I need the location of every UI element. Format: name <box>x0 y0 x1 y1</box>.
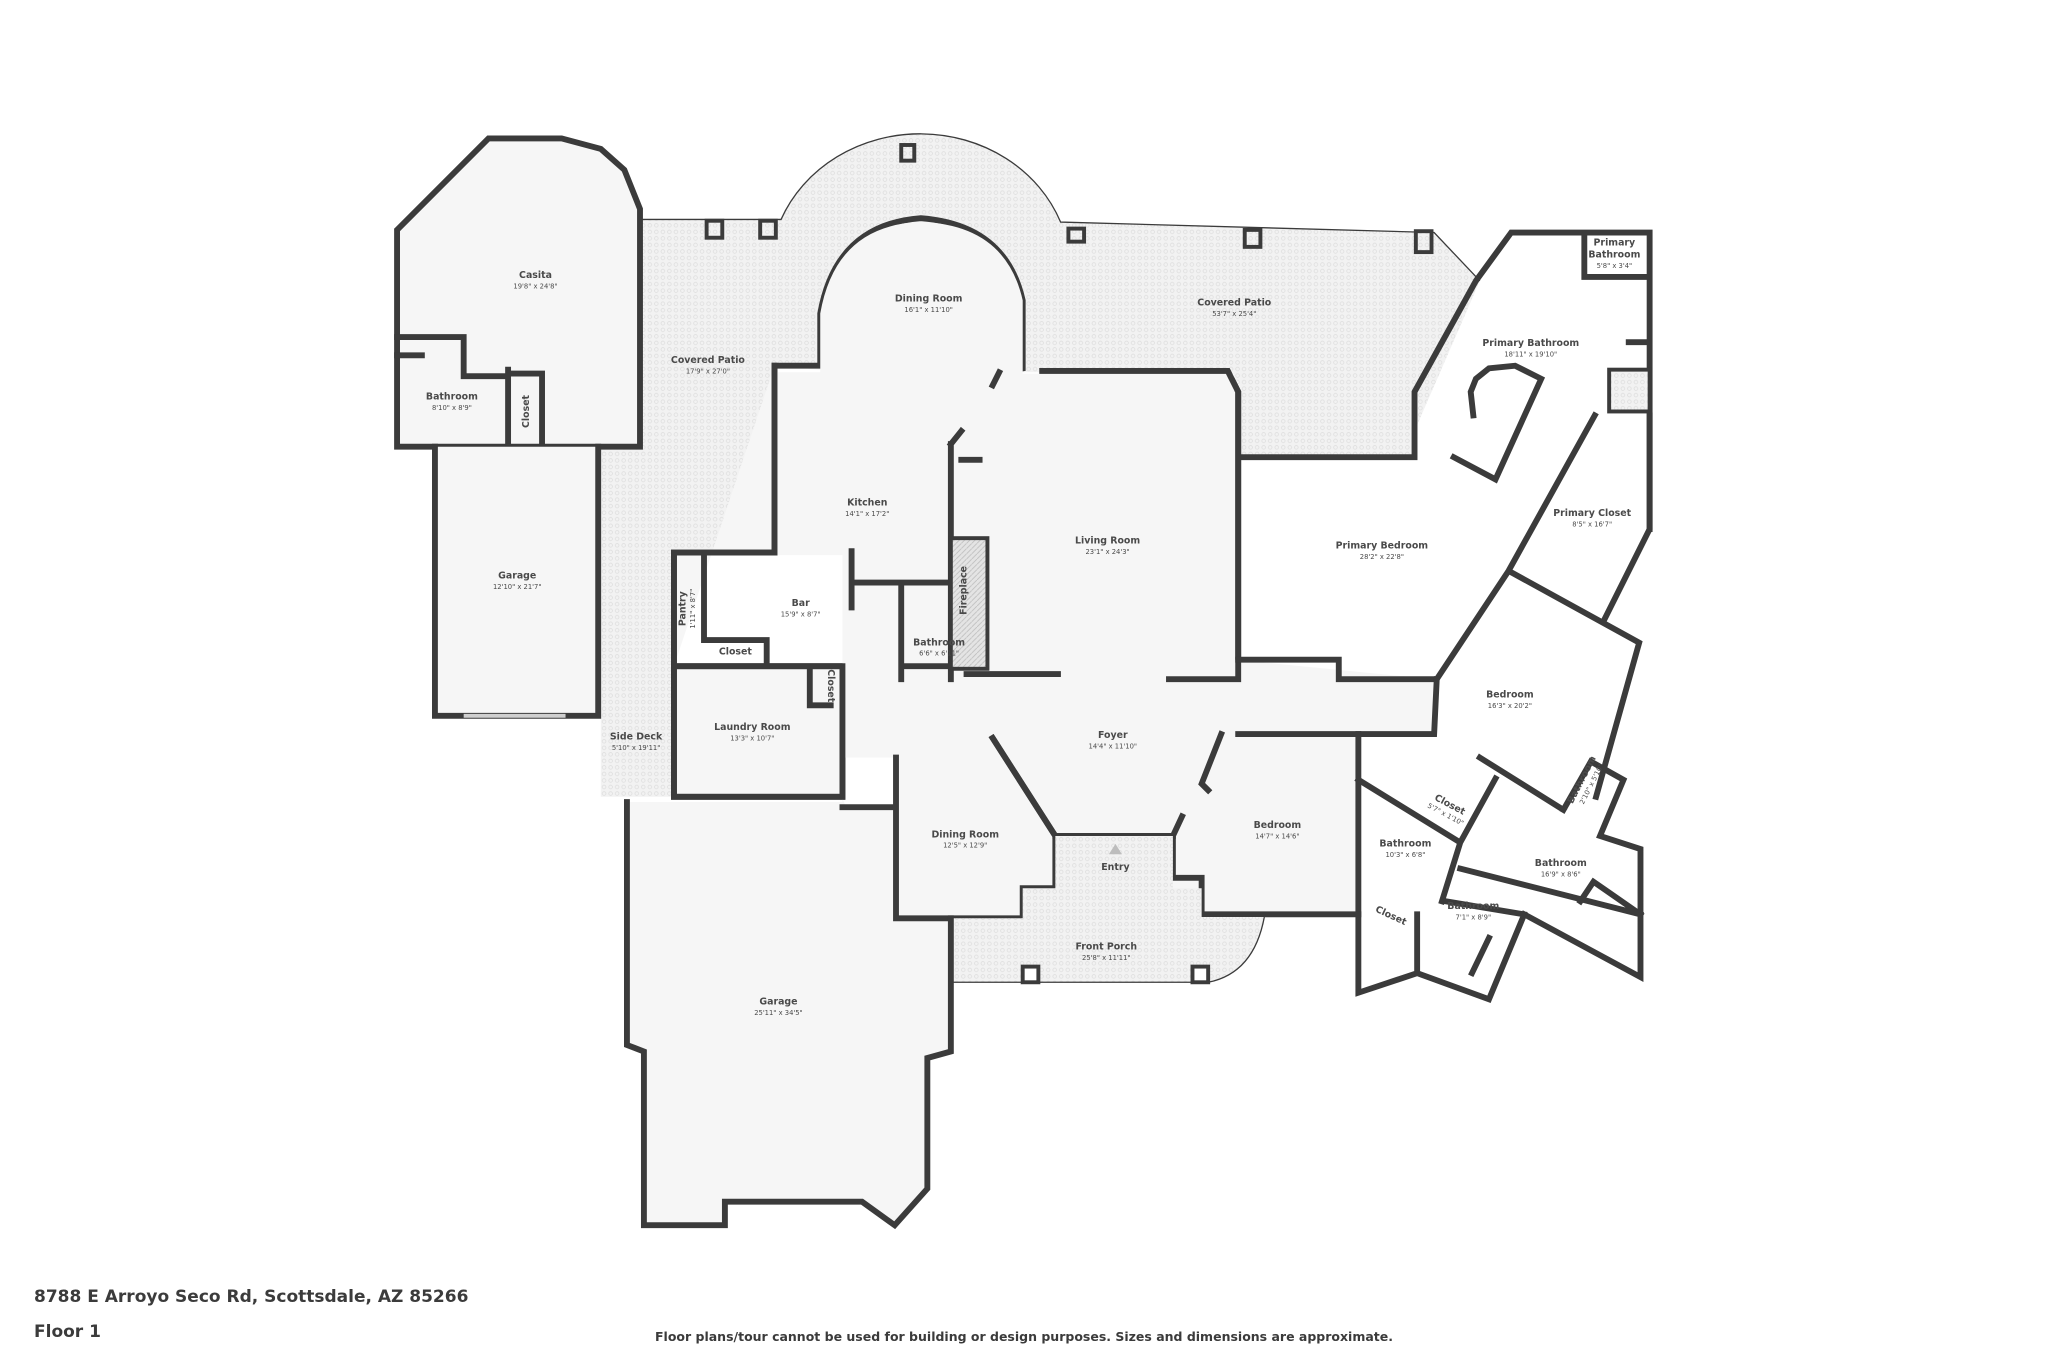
front-porch-area <box>950 835 1265 983</box>
room-label: Laundry Room <box>714 722 791 733</box>
room-dims: 28'2" x 22'8" <box>1360 553 1404 561</box>
room-dims: 14'4" x 11'10" <box>1089 742 1137 750</box>
room-label: Bathroom <box>1588 249 1640 260</box>
room-dims: 16'9" x 8'6" <box>1541 870 1581 878</box>
room-dims: 6'6" x 6'11" <box>919 650 959 658</box>
room-label: Primary <box>1594 238 1636 249</box>
room-label: Closet <box>521 394 532 428</box>
room-label: Bathroom <box>1379 838 1431 849</box>
room-dims: 18'11" x 19'10" <box>1504 351 1557 359</box>
main-house-floor <box>626 222 1435 1226</box>
room-label: Entry <box>1101 862 1129 873</box>
room-label: Primary Bathroom <box>1482 338 1579 349</box>
room-label: Kitchen <box>847 498 887 509</box>
porch-column <box>1190 964 1211 985</box>
fireplace-hearth <box>948 536 990 671</box>
room-label: Bathroom <box>426 392 478 403</box>
room-label: Bar <box>792 598 810 609</box>
room-label: Casita <box>519 270 552 281</box>
room-label: Closet <box>1373 904 1408 928</box>
room-dims: 12'5" x 12'9" <box>943 842 987 850</box>
bedroom-walls <box>1168 730 1362 918</box>
room-label: Dining Room <box>895 294 963 305</box>
room-dims: 8'5" x 16'7" <box>1572 520 1612 528</box>
patio-columns <box>704 143 1434 255</box>
primary-suite-walls <box>1235 362 1653 801</box>
room-label: Dining Room <box>931 829 999 840</box>
room-dims: 1'11" x 8'7" <box>689 589 697 629</box>
room-label: Covered Patio <box>1197 298 1271 309</box>
room-dims: 19'8" x 24'8" <box>513 283 557 291</box>
room-label: Closet <box>719 646 753 657</box>
room-dims: 12'10" x 21'7" <box>493 583 541 591</box>
bedroom-wing-walls <box>1354 676 1645 1003</box>
primary-shower <box>1607 367 1652 414</box>
room-label: Foyer <box>1098 730 1128 741</box>
room-dims: 23'1" x 24'3" <box>1085 548 1129 556</box>
room-label: Bathroom <box>913 637 965 648</box>
room-label: Pantry <box>678 591 689 626</box>
room-label: Covered Patio <box>671 355 745 366</box>
room-dims: 14'1" x 17'2" <box>845 510 889 518</box>
room-dims: 16'3" x 20'2" <box>1488 702 1532 710</box>
porch-column <box>1020 964 1041 985</box>
room-label: Bedroom <box>1486 690 1534 701</box>
room-dims: 25'11" x 34'5" <box>754 1009 802 1017</box>
floor-label: Floor 1 <box>34 1322 101 1342</box>
room-dims: 5'8" x 3'4" <box>1597 262 1633 270</box>
room-label: Primary Bedroom <box>1336 541 1429 552</box>
room-dims: 5'10" x 19'11" <box>612 744 660 752</box>
room-dims: 7'1" x 8'9" <box>1456 914 1492 922</box>
room-dims: 25'8" x 11'11" <box>1082 954 1130 962</box>
room-label: Bedroom <box>1254 820 1302 831</box>
room-dims: 16'1" x 11'10" <box>904 306 952 314</box>
room-dims: 15'9" x 8'7" <box>781 611 821 619</box>
garage-walls <box>624 799 954 1230</box>
room-dims: 53'7" x 25'4" <box>1212 310 1256 318</box>
room-dims: 8'10" x 8'9" <box>432 404 472 412</box>
room-label: Living Room <box>1075 535 1140 546</box>
room-label: Bathroom <box>1535 858 1587 869</box>
casita-interior-walls <box>394 334 545 450</box>
room-dims: 10'3" x 6'8" <box>1385 851 1425 859</box>
room-label: Front Porch <box>1076 942 1138 953</box>
room-dims: 14'7" x 14'6" <box>1255 833 1299 841</box>
room-label: Garage <box>759 996 797 1007</box>
room-label: Side Deck <box>610 731 663 742</box>
entry-arrow-icon <box>1108 843 1122 855</box>
room-dims: 17'9" x 27'0" <box>686 368 730 376</box>
patio-outline <box>640 133 1481 282</box>
room-dims: 13'3" x 10'7" <box>730 735 774 743</box>
room-label: Garage <box>498 571 536 582</box>
room-label: Closet <box>825 669 836 703</box>
room-label: Fireplace <box>959 566 970 615</box>
room-label: Primary Closet <box>1553 508 1631 519</box>
property-address: 8788 E Arroyo Seco Rd, Scottsdale, AZ 85… <box>34 1287 469 1307</box>
living-room-walls <box>963 229 1653 683</box>
disclaimer: Floor plans/tour cannot be used for buil… <box>655 1329 1393 1344</box>
room-label: Bathroom <box>1447 901 1499 912</box>
